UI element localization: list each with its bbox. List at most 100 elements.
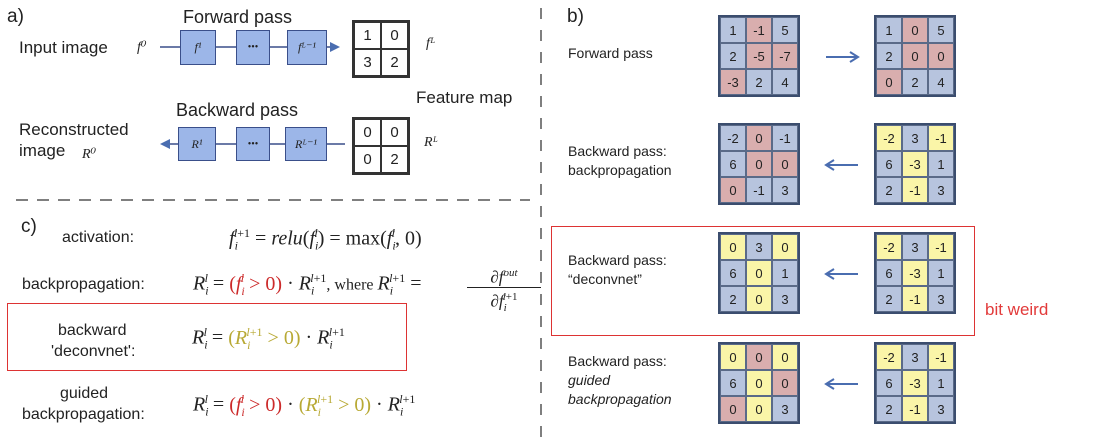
forward-pass-title: Forward pass — [183, 7, 293, 27]
layer-ellipsis-bwd: ••• — [236, 127, 270, 161]
grid-cell: -2 — [876, 234, 902, 260]
grid-cell: 3 — [772, 177, 798, 203]
grid-cell: 0 — [720, 396, 746, 422]
backpropagation-label: backpropagation: — [22, 276, 145, 293]
panel-b-row-2-label-line: Backward pass: — [568, 252, 667, 268]
grid-cell: -3 — [902, 260, 928, 286]
grid-cell: 0 — [720, 177, 746, 203]
panel-b-row-3-label-line: backpropagation — [568, 390, 672, 407]
grid-cell: -1 — [928, 234, 954, 260]
grid-cell: 3 — [772, 286, 798, 312]
grid-cell: -1 — [746, 177, 772, 203]
layer-f1: f¹ — [180, 30, 216, 65]
deconvnet-formula: Ril = (Ril+1 > 0) · Ril+1 — [192, 325, 345, 352]
RL-symbol: Rᴸ — [424, 135, 439, 150]
vertical-separator — [540, 8, 542, 441]
activation-formula: fil+1 = relu(fil) = max(fil, 0) — [229, 226, 422, 253]
image-label: image — [19, 141, 66, 160]
grid-cell: 5 — [928, 17, 954, 43]
grid-cell: 6 — [720, 370, 746, 396]
grid-cell: 3 — [902, 344, 928, 370]
grid-cell: -1 — [902, 177, 928, 203]
grid-cell: 3 — [772, 396, 798, 422]
deconvnet-label: 'deconvnet': — [51, 343, 136, 360]
grid-cell: -5 — [746, 43, 772, 69]
grid-cell: 1 — [928, 260, 954, 286]
deconvnet-highlight-box — [7, 303, 407, 371]
panel-b-row-3-label-line: Backward pass: — [568, 352, 667, 369]
panel-b-row-1-label-line: Backward pass: — [568, 143, 667, 159]
input-image-label: Input image — [19, 38, 108, 57]
grid-cell: 2 — [876, 177, 902, 203]
layer-RL-1: Rᴸ⁻¹ — [285, 127, 327, 161]
grid-cell: 0 — [928, 43, 954, 69]
grid-cell: -1 — [746, 17, 772, 43]
bit-weird-annotation: bit weird — [985, 300, 1049, 319]
guided-formula: Ril = (fil > 0) · (Ril+1 > 0) · Ril+1 — [193, 392, 416, 419]
grid-cell: -7 — [772, 43, 798, 69]
grid-cell: -1 — [772, 125, 798, 151]
grid-cell: -3 — [720, 69, 746, 95]
grid-cell: 0 — [772, 344, 798, 370]
activation-label: activation: — [62, 229, 135, 246]
grid-cell: 0 — [746, 125, 772, 151]
grid-cell: 0 — [746, 344, 772, 370]
grid-cell: 0 — [772, 234, 798, 260]
grid-cell: 0 — [746, 151, 772, 177]
grid-cell: 6 — [720, 151, 746, 177]
panel-a-label: a) — [7, 6, 24, 27]
grid-cell: 0 — [720, 344, 746, 370]
grid-cell: 0 — [902, 17, 928, 43]
fL-symbol: fᴸ — [426, 36, 436, 51]
guided-backprop-label: backpropagation: — [22, 406, 145, 423]
panel-b-row-1-label-line: backpropagation — [568, 162, 672, 178]
grid-cell: 6 — [876, 260, 902, 286]
grid-cell: 4 — [928, 69, 954, 95]
grid-cell: 0 — [902, 43, 928, 69]
grid-cell: -3 — [902, 151, 928, 177]
grid-cell: -1 — [928, 344, 954, 370]
layer-R1: R¹ — [178, 127, 216, 161]
grid-cell: 5 — [772, 17, 798, 43]
arrow-left-icon — [824, 159, 858, 171]
grid-cell: 0 — [746, 396, 772, 422]
backpropagation-formula: Ril = (fil > 0) · Ril+1, where Ril+1 = — [193, 271, 422, 298]
grid-cell: 1 — [928, 370, 954, 396]
grid-cell: -1 — [928, 125, 954, 151]
grid-cell: 2 — [746, 69, 772, 95]
grid-cell: 6 — [720, 260, 746, 286]
grid-cell: 2 — [876, 286, 902, 312]
arrow-left-icon — [824, 268, 858, 280]
reconstructed-label: Reconstructed — [19, 120, 129, 139]
grid-cell: 3 — [928, 286, 954, 312]
grid-cell: 6 — [876, 151, 902, 177]
grid-cell: 0 — [772, 151, 798, 177]
backward-label: backward — [58, 322, 127, 339]
panel-a-connectors — [16, 42, 530, 201]
arrow-left-icon — [824, 378, 858, 390]
grid-cell: 0 — [720, 234, 746, 260]
grid-cell: 0 — [876, 69, 902, 95]
grid-cell: 0 — [746, 260, 772, 286]
grid-cell: 1 — [772, 260, 798, 286]
panel-b-row-0-label-line: Forward pass — [568, 44, 653, 61]
grid-cell: 2 — [876, 43, 902, 69]
grid-cell: 2 — [720, 43, 746, 69]
panel-c-label: c) — [21, 216, 37, 237]
arrow-right-icon — [826, 51, 860, 63]
gradient-fraction: ∂fout ∂fil+1 — [467, 264, 541, 317]
bit-weird-highlight-box — [551, 226, 975, 336]
grid-cell: 0 — [772, 370, 798, 396]
grid-cell: 1 — [928, 151, 954, 177]
backward-pass-title: Backward pass — [176, 100, 299, 120]
grid-cell: -2 — [876, 125, 902, 151]
grid-cell: 1 — [876, 17, 902, 43]
layer-fL-1: fᴸ⁻¹ — [287, 30, 327, 65]
